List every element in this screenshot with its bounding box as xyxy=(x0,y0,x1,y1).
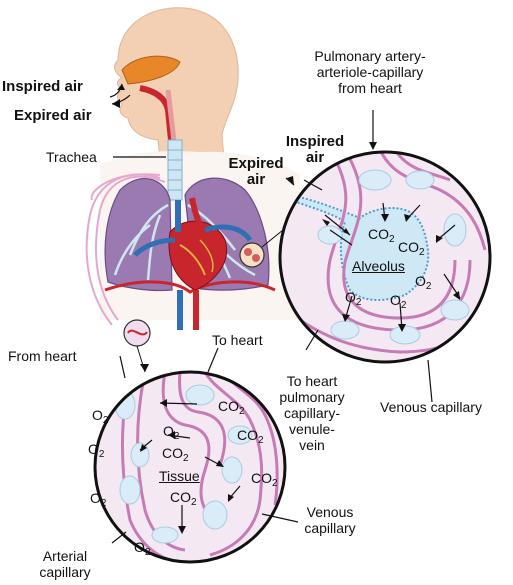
diaphragm xyxy=(104,280,276,294)
co2-gas-label: CO2 xyxy=(368,226,395,245)
arterial-capillary-line1: Arterial xyxy=(42,548,88,564)
inspired-air-right-line2: air xyxy=(305,149,325,166)
expired-air-label-left: Expired air xyxy=(14,107,92,124)
arterial-capillary-label: Arterial capillary xyxy=(20,548,110,580)
o2-gas-label: O2 xyxy=(163,423,180,442)
to-heart-label: To heart xyxy=(212,332,263,348)
o2-gas-label: O2 xyxy=(415,273,432,292)
o2-gas-label: O2 xyxy=(345,289,362,308)
co2-gas-label: CO2 xyxy=(398,239,425,258)
to-heart-pulmonary-line5: vein xyxy=(299,437,325,453)
great-vessels xyxy=(133,197,253,330)
trachea-tube xyxy=(167,139,183,201)
co2-gas-label: CO2 xyxy=(251,470,278,489)
head-silhouette xyxy=(114,7,239,161)
to-heart-pulmonary-line4: venule- xyxy=(289,421,335,437)
o2-gas-label: O2 xyxy=(390,292,407,311)
pulmonary-artery-label: Pulmonary artery- arteriole-capillary fr… xyxy=(295,48,445,96)
to-heart-pulmonary-label: To heart pulmonary capillary- venule- ve… xyxy=(262,373,362,453)
co2-gas-label: CO2 xyxy=(218,398,245,417)
left-lung xyxy=(104,178,173,292)
venous-capillary-right-label: Venous capillary xyxy=(380,399,482,415)
arrowheads xyxy=(112,84,460,534)
trachea-label: Trachea xyxy=(46,149,97,165)
o2-gas-label: O2 xyxy=(92,407,109,426)
from-heart-label: From heart xyxy=(8,348,77,364)
to-heart-pulmonary-line2: pulmonary xyxy=(279,389,345,405)
to-heart-pulmonary-line3: capillary- xyxy=(283,405,340,421)
alveolus-label: Alveolus xyxy=(352,258,405,274)
co2-gas-label: CO2 xyxy=(170,489,197,508)
to-heart-pulmonary-line1: To heart xyxy=(286,373,338,389)
arterial-capillary-line2: capillary xyxy=(39,564,91,580)
expired-air-right-line1: Expired xyxy=(228,155,284,172)
inspired-air-label-right: Inspired air xyxy=(280,134,350,166)
tissue-label: Tissue xyxy=(159,468,200,484)
tissue-detail-circle xyxy=(93,370,287,564)
expired-air-right-line2: air xyxy=(246,171,266,188)
tissue-magnifier xyxy=(123,319,151,373)
systemic-loop xyxy=(85,173,166,326)
alveolus-magnifier xyxy=(239,229,284,268)
venous-capillary-bottom-label: Venous capillary xyxy=(290,504,370,536)
co2-gas-label: CO2 xyxy=(237,427,264,446)
inspired-air-right-line1: Inspired xyxy=(285,133,345,150)
pulmonary-artery-line2: arteriole-capillary xyxy=(316,64,424,80)
alveolus-detail-circle xyxy=(278,150,492,364)
o2-gas-label: O2 xyxy=(134,539,151,558)
venous-capillary-bottom-line1: Venous xyxy=(306,504,354,520)
pulmonary-artery-line3: from heart xyxy=(338,80,402,96)
inspired-air-label-left: Inspired air xyxy=(2,78,83,95)
venous-capillary-bottom-line2: capillary xyxy=(304,520,356,536)
expired-air-label-right: Expired air xyxy=(222,156,290,188)
co2-gas-label: CO2 xyxy=(162,445,189,464)
pulmonary-artery-line1: Pulmonary artery- xyxy=(314,48,426,64)
nasal-cavity xyxy=(121,55,181,85)
o2-gas-label: O2 xyxy=(90,490,107,509)
o2-gas-label: O2 xyxy=(88,441,105,460)
